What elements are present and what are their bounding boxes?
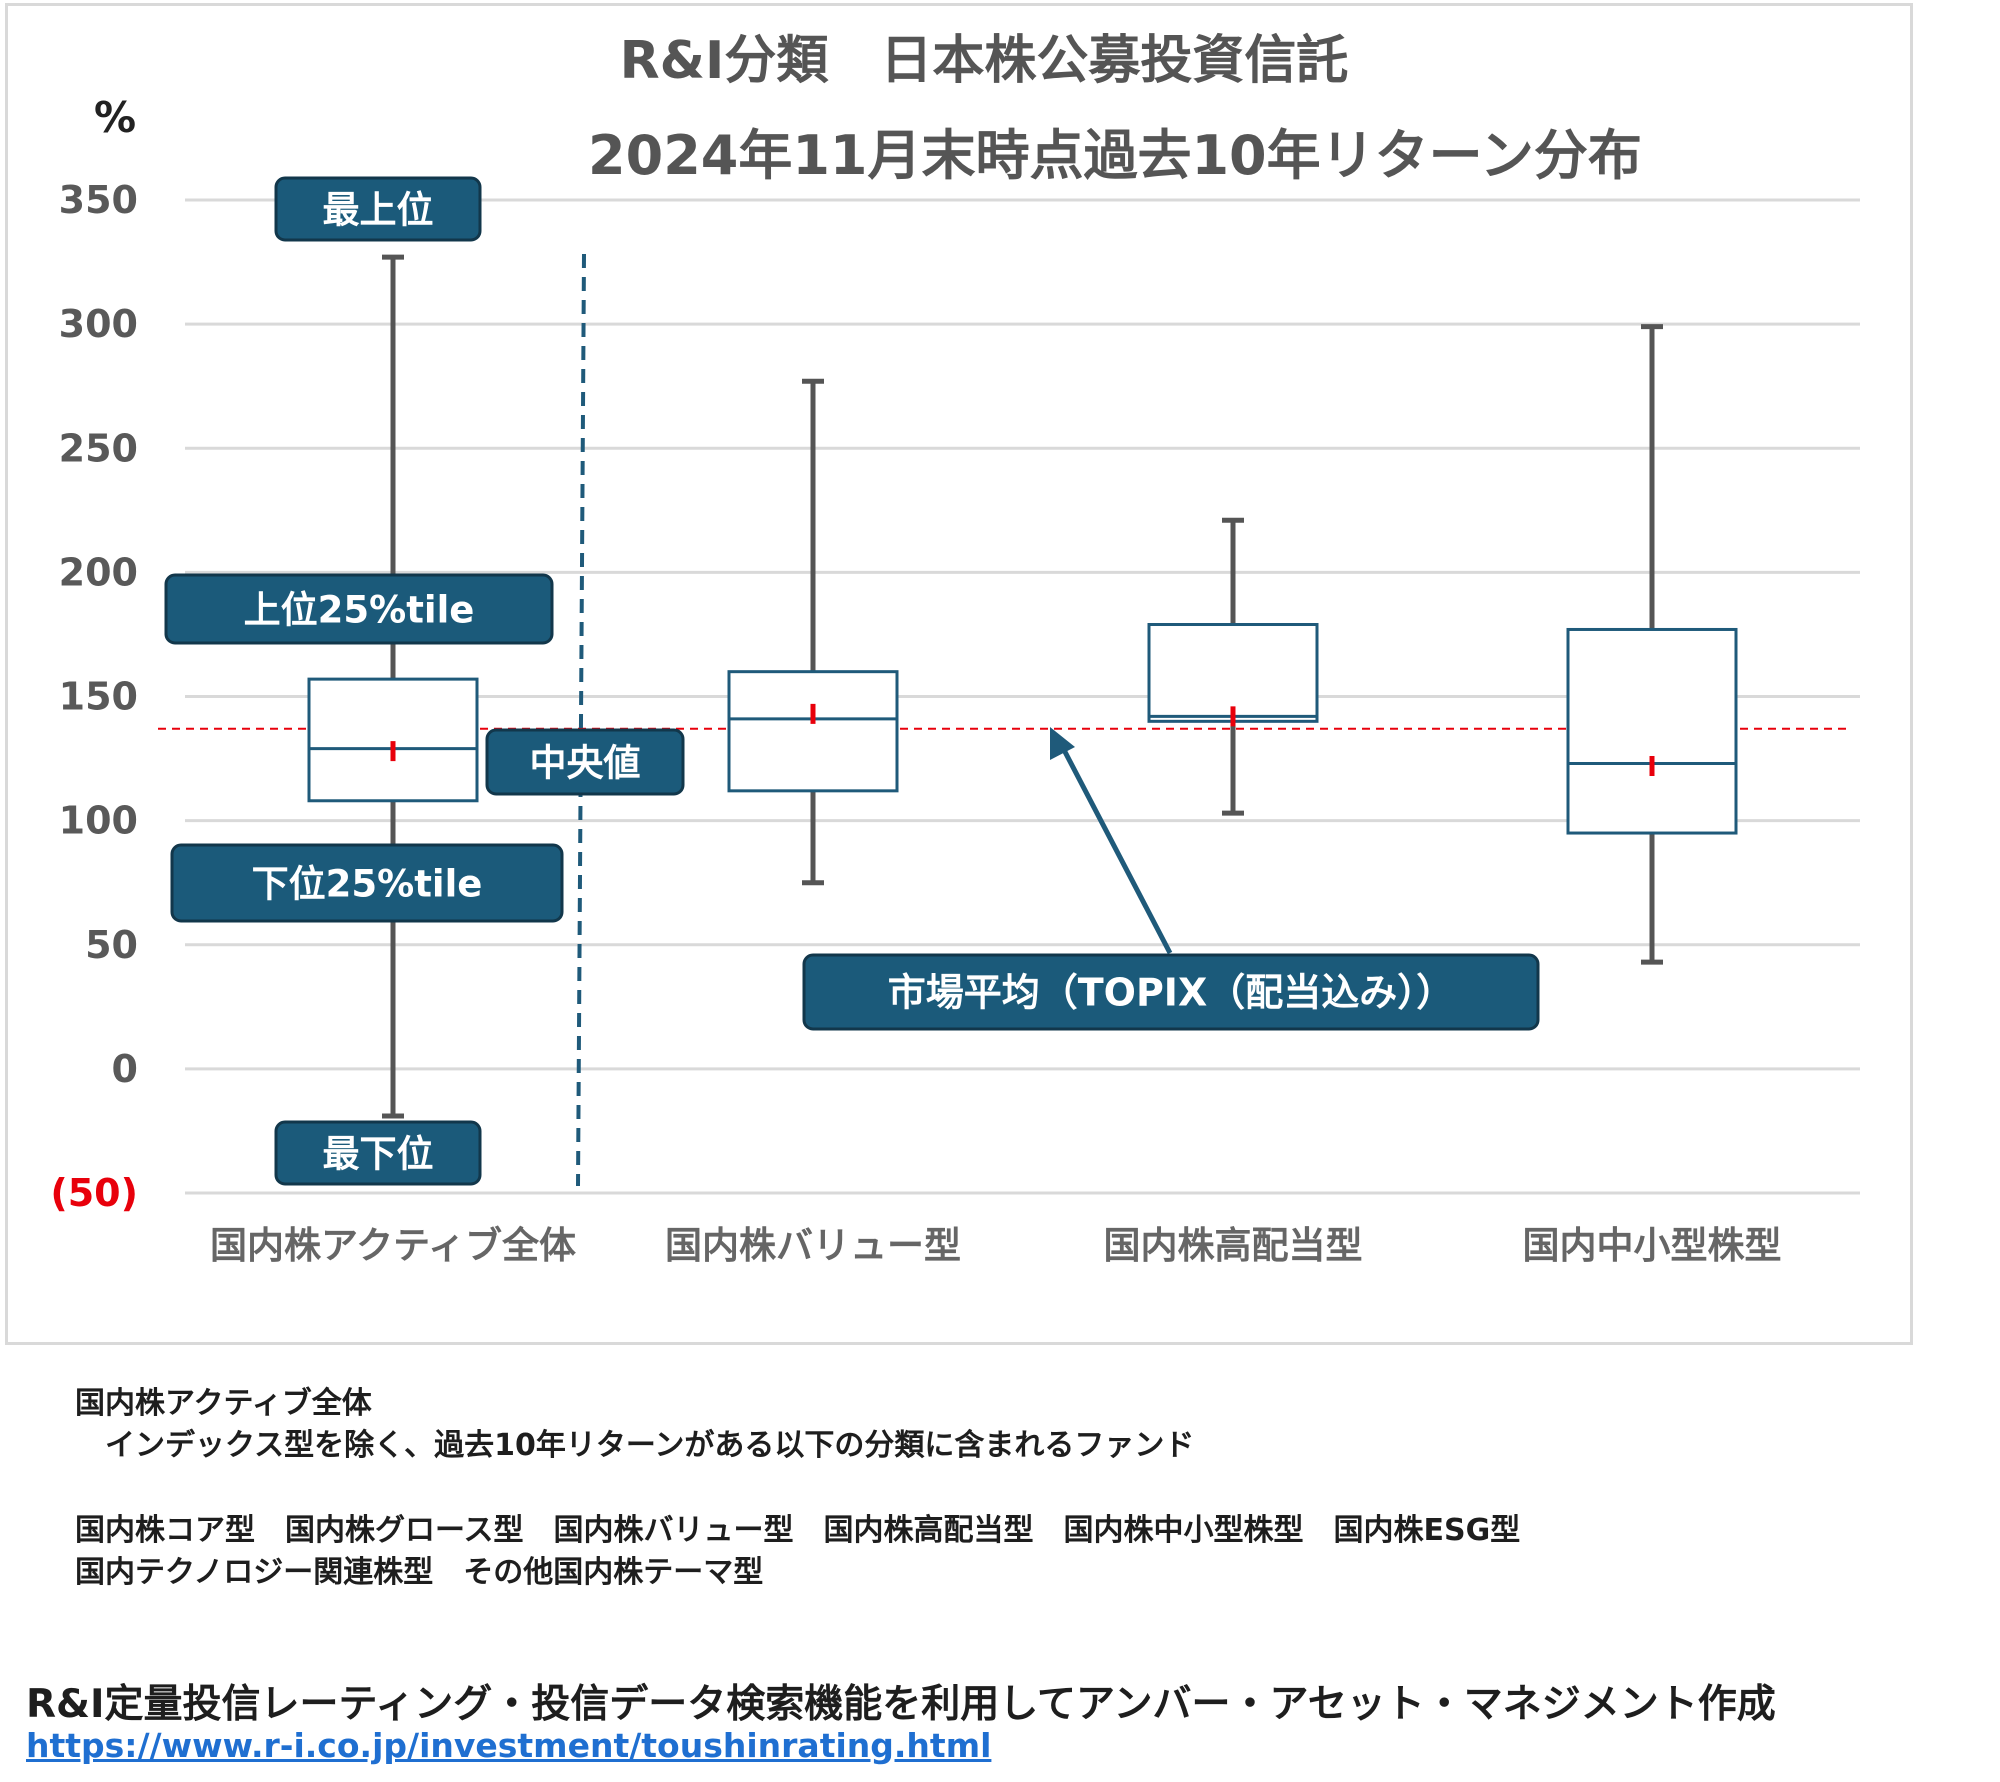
y-tick-label: 200	[59, 550, 138, 594]
notes-description: インデックス型を除く、過去10年リターンがある以下の分類に含まれるファンド	[75, 1428, 1195, 1463]
chart-title: R&I分類 日本株公募投資信託	[620, 31, 1349, 91]
y-tick-label: 250	[59, 426, 138, 470]
y-tick-label: 350	[59, 178, 138, 222]
callout-q3-label: 上位25%tile	[244, 588, 475, 631]
notes-categories-line1: 国内株コア型 国内株グロース型 国内株バリュー型 国内株高配当型 国内株中小型株…	[75, 1513, 1521, 1548]
source-credit: R&I定量投信レーティング・投信データ検索機能を利用してアンバー・アセット・マネ…	[26, 1682, 1776, 1727]
source-link[interactable]: https://www.r-i.co.jp/investment/toushin…	[26, 1726, 992, 1765]
y-tick-label: 150	[59, 675, 138, 719]
chart-subtitle: 2024年11月末時点過去10年リターン分布	[588, 124, 1642, 187]
category-label: 国内株高配当型	[1104, 1224, 1363, 1267]
y-tick-label: (50)	[50, 1171, 138, 1215]
iqr-box	[307, 677, 479, 803]
callout-market-label: 市場平均（TOPIX（配当込み））	[888, 971, 1455, 1015]
notes-heading: 国内株アクティブ全体	[75, 1386, 372, 1421]
callout-min	[274, 1120, 482, 1186]
callout-max-label: 最上位	[323, 188, 434, 231]
iqr-box	[727, 670, 899, 793]
market-arrow-shaft	[1060, 746, 1173, 955]
category-label: 国内中小型株型	[1523, 1224, 1782, 1267]
callout-median	[485, 728, 685, 796]
callout-market	[802, 953, 1540, 1031]
callout-median-label: 中央値	[530, 741, 641, 784]
callout-min-label: 最下位	[323, 1132, 434, 1175]
category-label: 国内株アクティブ全体	[210, 1224, 576, 1267]
y-axis-unit: %	[94, 93, 136, 142]
callout-q1-label: 下位25%tile	[252, 862, 483, 905]
notes-categories-line2: 国内テクノロジー関連株型 その他国内株テーマ型	[75, 1555, 764, 1590]
callout-max	[274, 176, 482, 242]
group-divider	[576, 253, 586, 1187]
category-label: 国内株バリュー型	[665, 1224, 961, 1267]
y-tick-label: 0	[112, 1047, 138, 1091]
y-tick-label: 300	[59, 302, 138, 346]
market-arrow-head	[1050, 727, 1075, 760]
iqr-box	[1566, 627, 1738, 835]
box-plot-chart: R&I分類 日本株公募投資信託 2024年11月末時点過去10年リターン分布% 35…	[50, 31, 1860, 1267]
chart-frame: R&I分類 日本株公募投資信託 2024年11月末時点過去10年リターン分布% 35…	[5, 3, 1913, 1345]
y-tick-label: 100	[59, 799, 138, 843]
callout-q3	[164, 573, 554, 645]
y-tick-label: 50	[85, 923, 138, 967]
iqr-box	[1147, 623, 1319, 723]
callout-q1	[170, 843, 564, 923]
